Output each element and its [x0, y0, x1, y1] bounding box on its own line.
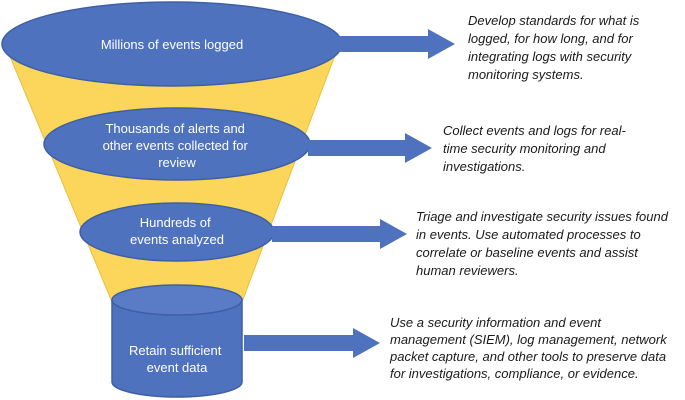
- stage-2-label: Thousands of alerts and other events col…: [103, 121, 252, 170]
- stage-1-note-line-4: monitoring systems.: [468, 67, 584, 82]
- stage-4-note-line-2: management (SIEM), log management, netwo…: [390, 332, 668, 347]
- stage-1-note: Develop standards for what is logged, fo…: [468, 13, 643, 82]
- arrow-3: [272, 219, 407, 249]
- stage-3-label-line-1: Hundreds of: [140, 215, 211, 230]
- stage-1-note-line-1: Develop standards for what is: [468, 13, 640, 28]
- arrow-2: [308, 133, 432, 163]
- stage-2-note-line-2: time security monitoring and: [443, 141, 606, 156]
- stage-4-note-line-4: for investigations, compliance, or evide…: [390, 366, 639, 381]
- stage-2-label-line-3: review: [158, 155, 196, 170]
- stage-3-note: Triage and investigate security issues f…: [416, 209, 672, 278]
- cylinder-body: [111, 299, 243, 398]
- stage-4-label: Retain sufficient event data: [129, 343, 225, 375]
- stage-4-label-line-1: Retain sufficient: [129, 343, 222, 358]
- stage-2-label-line-2: other events collected for: [103, 138, 249, 153]
- stage-1-note-line-3: integrating logs with security: [468, 49, 633, 64]
- stage-4-note-line-1: Use a security information and event: [390, 315, 602, 330]
- stage-1-note-line-2: logged, for how long, and for: [468, 31, 633, 46]
- stage-3-note-line-4: human reviewers.: [416, 263, 519, 278]
- stage-2-label-line-1: Thousands of alerts and: [105, 121, 244, 136]
- stage-3-note-line-1: Triage and investigate security issues f…: [416, 209, 669, 224]
- stage-1-label: Millions of events logged: [101, 37, 243, 52]
- arrow-4: [244, 328, 380, 358]
- cylinder-top: [111, 284, 243, 316]
- stage-4-note: Use a security information and event man…: [389, 315, 670, 381]
- stage-4-note-line-3: packet capture, and other tools to prese…: [389, 349, 666, 364]
- stage-2-note-line-1: Collect events and logs for real-: [443, 123, 626, 138]
- stage-4-label-line-2: event data: [147, 360, 208, 375]
- stage-3-note-line-3: correlate or baseline events and assist: [416, 245, 639, 260]
- stage-4-retain-data-cylinder: [111, 284, 243, 398]
- stage-2-note-line-3: investigations.: [443, 159, 525, 174]
- arrow-1: [338, 29, 455, 59]
- stage-3-note-line-2: in events. Use automated processes to: [416, 227, 641, 242]
- stage-3-label-line-2: events analyzed: [130, 232, 224, 247]
- stage-3-label: Hundreds of events analyzed: [130, 215, 224, 247]
- stage-2-note: Collect events and logs for real- time s…: [443, 123, 629, 174]
- stage-1-label-line-1: Millions of events logged: [101, 37, 243, 52]
